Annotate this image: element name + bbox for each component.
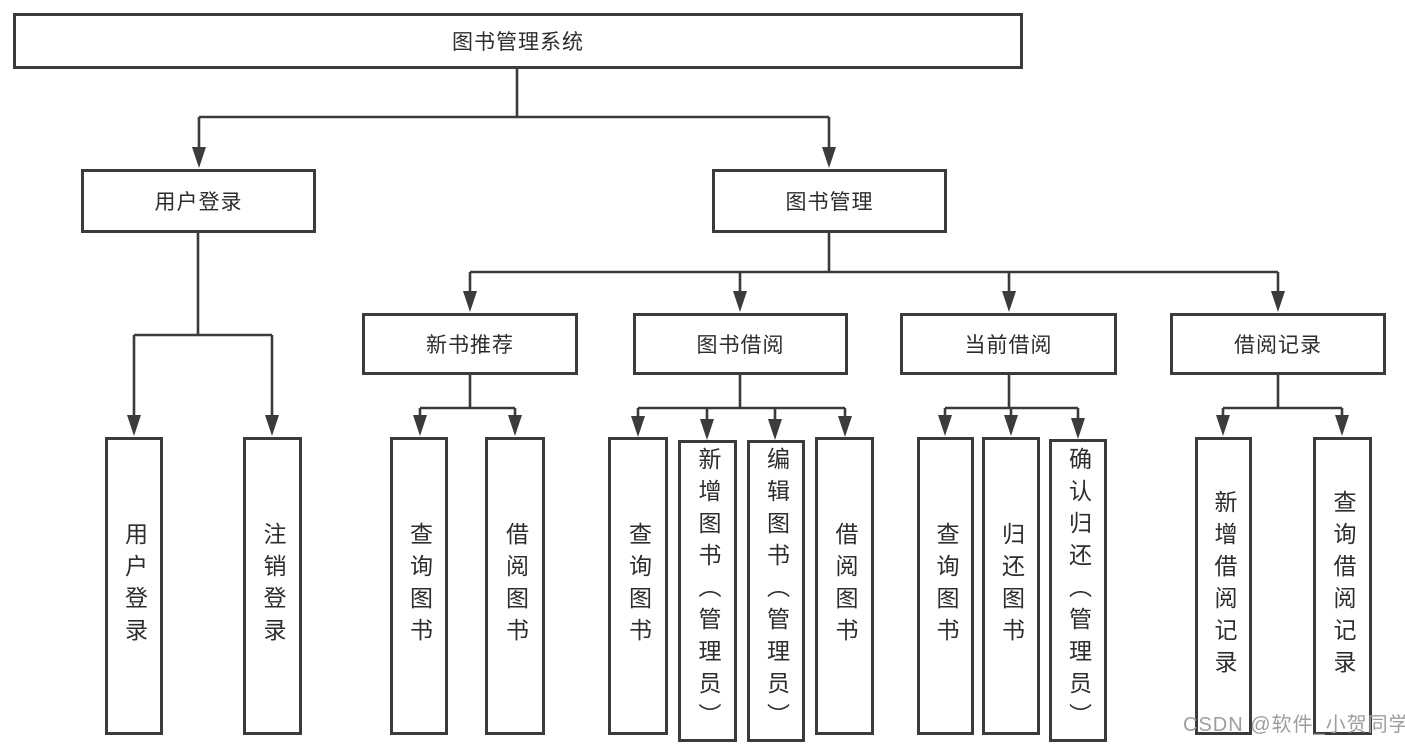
leaf-user-login: 用户登录 bbox=[105, 437, 163, 735]
arrowhead bbox=[192, 147, 206, 168]
leaf-label: 确认归还（管理员） bbox=[1065, 446, 1092, 735]
arrowhead bbox=[631, 416, 645, 437]
arrowhead bbox=[463, 291, 477, 312]
node-book-management: 图书管理 bbox=[712, 169, 947, 233]
connector-bookborrow-to-leaves bbox=[636, 375, 847, 422]
leaf-label: 归还图书 bbox=[998, 522, 1025, 650]
connector-root-to-level2 bbox=[197, 69, 831, 150]
node-book-borrowing: 图书借阅 bbox=[633, 313, 848, 375]
leaf-records-query-record: 查询借阅记录 bbox=[1313, 437, 1372, 735]
arrowhead bbox=[1335, 415, 1349, 436]
node-label: 借阅记录 bbox=[1234, 334, 1322, 357]
leaf-label: 借阅图书 bbox=[832, 522, 858, 650]
arrowhead bbox=[700, 419, 714, 440]
arrowhead bbox=[938, 415, 952, 436]
node-new-book-recommendation: 新书推荐 bbox=[362, 313, 578, 375]
arrowhead bbox=[127, 415, 141, 436]
arrowhead bbox=[838, 416, 852, 437]
arrowhead bbox=[413, 415, 427, 436]
leaf-current-return-books: 归还图书 bbox=[982, 437, 1040, 735]
leaf-label: 查询图书 bbox=[406, 522, 433, 650]
arrowhead bbox=[1216, 415, 1230, 436]
arrowhead bbox=[822, 147, 836, 168]
arrowhead bbox=[733, 291, 747, 312]
connector-newbook-to-leaves bbox=[418, 375, 517, 419]
leaf-label: 借阅图书 bbox=[502, 522, 529, 650]
leaf-label: 查询图书 bbox=[625, 522, 652, 650]
connector-bookmgmt-to-level3 bbox=[468, 233, 1280, 294]
node-label: 图书管理系统 bbox=[452, 31, 584, 54]
leaf-label: 用户登录 bbox=[121, 522, 148, 650]
node-root: 图书管理系统 bbox=[13, 13, 1023, 69]
node-borrowing-records: 借阅记录 bbox=[1170, 313, 1386, 375]
leaf-current-confirm-return-admin: 确认归还（管理员） bbox=[1049, 439, 1107, 742]
leaf-label: 编辑图书（管理员） bbox=[763, 447, 790, 735]
arrowhead bbox=[768, 419, 782, 440]
arrowhead bbox=[265, 415, 279, 436]
leaf-borrow-add-books-admin: 新增图书（管理员） bbox=[678, 440, 737, 742]
node-label: 用户登录 bbox=[154, 191, 243, 214]
arrowhead bbox=[1002, 291, 1016, 312]
leaf-borrow-query-books: 查询图书 bbox=[608, 437, 668, 735]
connector-records-to-leaves bbox=[1221, 375, 1344, 419]
connector-currentborrow-to-leaves bbox=[943, 375, 1080, 421]
leaf-label: 新增图书（管理员） bbox=[695, 447, 721, 735]
leaf-label: 查询图书 bbox=[933, 522, 959, 650]
arrowhead bbox=[508, 415, 522, 436]
node-current-borrowing: 当前借阅 bbox=[900, 313, 1117, 375]
node-label: 图书借阅 bbox=[696, 334, 785, 357]
arrowheads bbox=[127, 147, 1349, 440]
leaf-borrow-edit-books-admin: 编辑图书（管理员） bbox=[747, 440, 805, 742]
leaf-newbook-query-books: 查询图书 bbox=[390, 437, 448, 735]
node-label: 当前借阅 bbox=[964, 334, 1053, 357]
node-label: 图书管理 bbox=[785, 191, 874, 214]
leaf-label: 查询借阅记录 bbox=[1330, 490, 1356, 682]
watermark-text: CSDN @软件_小贺同学 bbox=[1183, 714, 1405, 736]
node-user-login: 用户登录 bbox=[81, 169, 316, 233]
arrowhead bbox=[1271, 291, 1285, 312]
leaf-borrow-borrow-books: 借阅图书 bbox=[815, 437, 874, 735]
leaf-newbook-borrow-books: 借阅图书 bbox=[485, 437, 545, 735]
connector-userlogin-to-leaves bbox=[132, 233, 274, 418]
arrowhead bbox=[1071, 418, 1085, 439]
leaf-label: 注销登录 bbox=[260, 522, 286, 650]
leaf-label: 新增借阅记录 bbox=[1211, 490, 1237, 682]
leaf-logout: 注销登录 bbox=[243, 437, 302, 735]
leaf-current-query-books: 查询图书 bbox=[917, 437, 974, 735]
node-label: 新书推荐 bbox=[426, 334, 514, 357]
arrowhead bbox=[1004, 415, 1018, 436]
leaf-records-add-record: 新增借阅记录 bbox=[1195, 437, 1252, 735]
